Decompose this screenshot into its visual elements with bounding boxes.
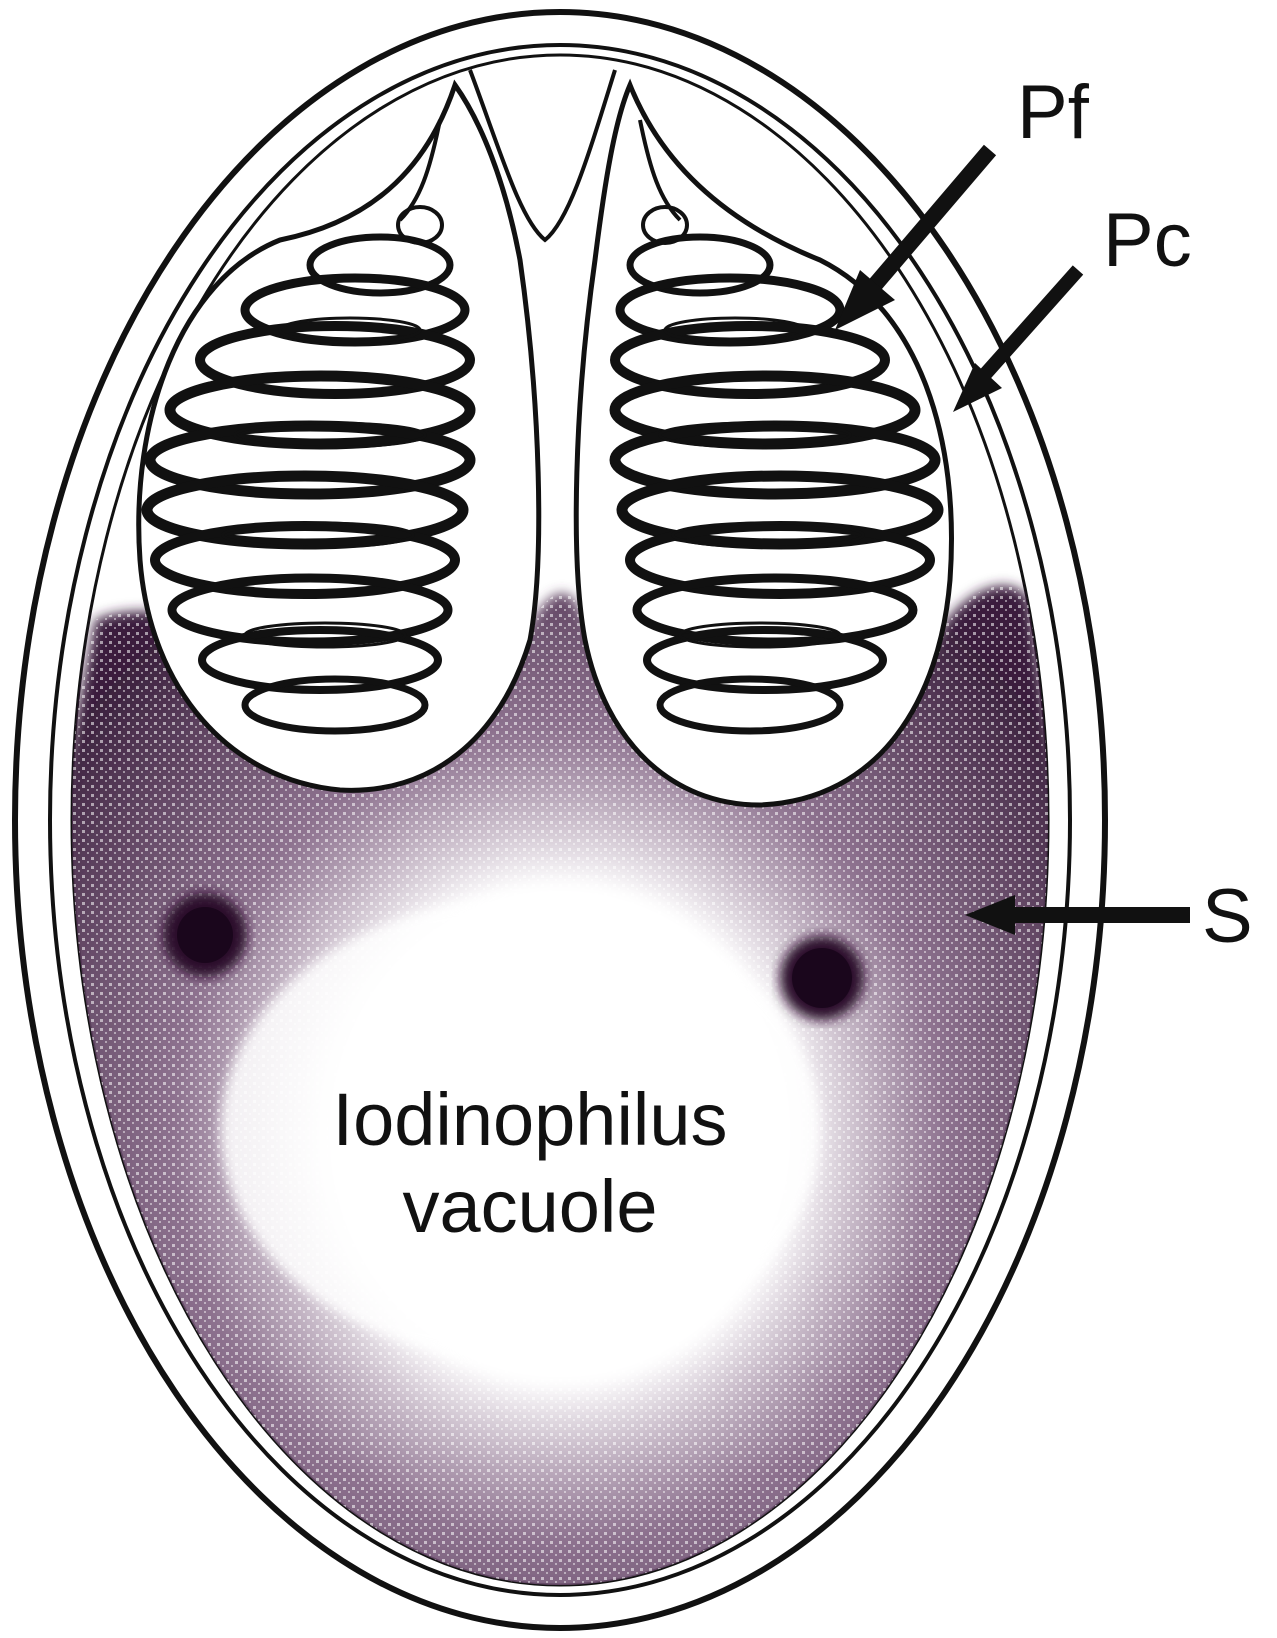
label-vacuole-line1: Iodinophilus (333, 1078, 728, 1161)
label-pc: Pc (1103, 198, 1192, 283)
arrow-pf (835, 150, 990, 330)
nucleus-left-core (177, 907, 233, 963)
nucleus-right-core (792, 948, 852, 1008)
label-pf: Pf (1017, 70, 1090, 155)
label-s: S (1202, 874, 1253, 959)
label-vacuole-line2: vacuole (402, 1165, 657, 1248)
